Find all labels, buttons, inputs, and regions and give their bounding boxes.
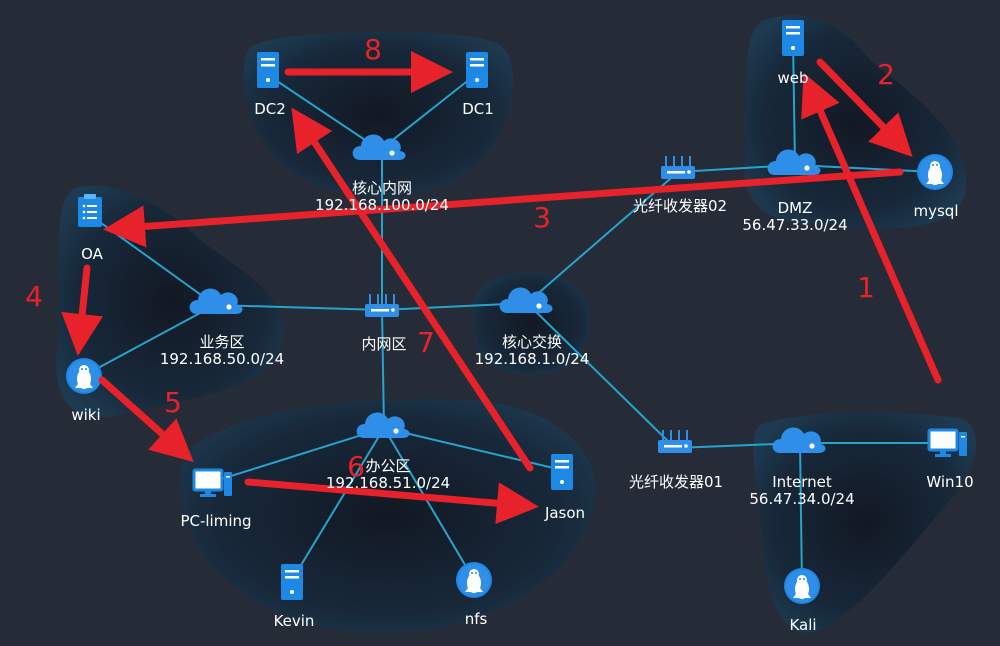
link-web-dmz	[792, 39, 796, 166]
desktop-icon	[927, 428, 967, 457]
server-icon	[466, 52, 488, 88]
desktop-icon	[192, 468, 232, 497]
arrow-step-2	[816, 58, 913, 158]
router-icon	[661, 156, 695, 179]
arrow-step-1	[801, 72, 942, 384]
cloud-icon	[499, 287, 553, 313]
document-icon	[78, 194, 102, 227]
arrow-step-4	[61, 264, 104, 356]
arrow-step-7	[291, 107, 534, 472]
label-dc1: DC1	[462, 100, 494, 118]
step-number-2: 2	[877, 58, 895, 91]
cloud-icon	[767, 149, 821, 175]
step-number-7: 7	[417, 326, 435, 359]
arrow-step-3	[103, 168, 904, 248]
link-jason-office	[383, 427, 563, 471]
router-icon	[365, 294, 399, 317]
label-oa: OA	[81, 245, 103, 263]
link-coreswitch-fiber02	[526, 171, 679, 304]
label-fiber02: 光纤收发器02	[632, 197, 728, 215]
node-icons	[66, 20, 967, 604]
step-number-3: 3	[533, 201, 551, 234]
step-number-1: 1	[857, 271, 875, 304]
label-win10: Win10	[926, 473, 974, 491]
linux-icon	[456, 562, 492, 598]
label-kevin: Kevin	[273, 612, 315, 630]
zones	[56, 15, 977, 634]
link-internet-kali	[799, 442, 803, 587]
linux-icon	[917, 154, 953, 190]
link-pc-office	[211, 427, 385, 483]
attack-arrows	[61, 51, 942, 525]
cloud-icon	[772, 427, 826, 453]
link-kevin-office	[291, 427, 385, 581]
arrow-step-5	[98, 376, 194, 463]
label-nfs: nfs	[464, 610, 488, 628]
links	[84, 39, 947, 587]
label-fiber01: 光纤收发器01	[628, 473, 724, 491]
link-business-intranet	[214, 304, 383, 311]
label-web: web	[777, 69, 809, 87]
link-nfs-office	[383, 427, 475, 581]
link-mysql-dmz	[794, 164, 936, 173]
core-switch-zone	[471, 272, 591, 375]
step-number-6: 6	[347, 450, 365, 483]
server-icon	[281, 564, 303, 600]
server-icon	[782, 20, 804, 56]
step-number-4: 4	[25, 280, 43, 313]
router-icon	[658, 430, 692, 453]
cloud-icon	[189, 288, 243, 314]
server-icon	[551, 454, 573, 490]
linux-icon	[66, 358, 102, 394]
server-icon	[257, 52, 279, 88]
dmz-zone	[744, 15, 967, 229]
label-wiki: wiki	[71, 406, 101, 424]
link-coreswitch-fiber01	[526, 302, 676, 449]
label-mysql: mysql	[913, 202, 959, 220]
label-kali: Kali	[789, 616, 817, 634]
cloud-icon	[352, 134, 406, 160]
arrow-step-6	[244, 478, 539, 525]
step-number-5: 5	[164, 386, 182, 419]
label-pc-liming: PC-liming	[180, 512, 252, 530]
cloud-icon	[356, 412, 410, 438]
step-number-8: 8	[364, 33, 382, 66]
label-intranet: 内网区	[361, 335, 407, 353]
label-jason: Jason	[544, 504, 586, 522]
linux-icon	[784, 568, 820, 604]
link-intranet-office	[381, 309, 385, 429]
link-wiki-business	[84, 304, 216, 376]
link-dc1-core	[379, 74, 476, 151]
label-dc2: DC2	[254, 100, 286, 118]
